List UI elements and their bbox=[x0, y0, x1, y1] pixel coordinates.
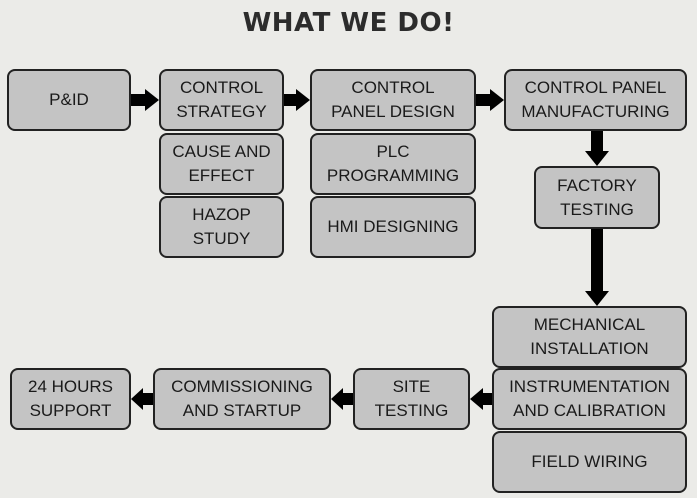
box-control-panel-manufacturing: CONTROL PANEL MANUFACTURING bbox=[504, 69, 687, 131]
box-plc-programming: PLC PROGRAMMING bbox=[310, 133, 476, 195]
box-instrumentation-calibration: INSTRUMENTATION AND CALIBRATION bbox=[492, 368, 687, 430]
box-site-testing: SITE TESTING bbox=[353, 368, 470, 430]
arrow-instrumentation-to-site bbox=[470, 388, 493, 410]
box-hmi-designing: HMI DESIGNING bbox=[310, 196, 476, 258]
arrow-design-to-manufacturing bbox=[476, 89, 504, 111]
box-control-panel-design: CONTROL PANEL DESIGN bbox=[310, 69, 476, 131]
box-mechanical-installation: MECHANICAL INSTALLATION bbox=[492, 306, 687, 368]
arrow-site-to-commissioning bbox=[331, 388, 353, 410]
diagram-title: WHAT WE DO! bbox=[242, 8, 455, 38]
box-hazop-study: HAZOP STUDY bbox=[159, 196, 284, 258]
box-factory-testing: FACTORY TESTING bbox=[534, 166, 660, 229]
box-pid: P&ID bbox=[7, 69, 131, 131]
box-commissioning-startup: COMMISSIONING AND STARTUP bbox=[153, 368, 331, 430]
arrow-factory-to-mechanical bbox=[585, 229, 609, 306]
box-control-strategy: CONTROL STRATEGY bbox=[159, 69, 284, 131]
arrow-commissioning-to-support bbox=[131, 388, 153, 410]
arrow-manufacturing-to-factory bbox=[585, 131, 609, 166]
arrow-pid-to-strategy bbox=[131, 89, 159, 111]
arrow-strategy-to-design bbox=[284, 89, 310, 111]
box-field-wiring: FIELD WIRING bbox=[492, 431, 687, 493]
box-cause-and-effect: CAUSE AND EFFECT bbox=[159, 133, 284, 195]
box-24-hours-support: 24 HOURS SUPPORT bbox=[10, 368, 131, 430]
